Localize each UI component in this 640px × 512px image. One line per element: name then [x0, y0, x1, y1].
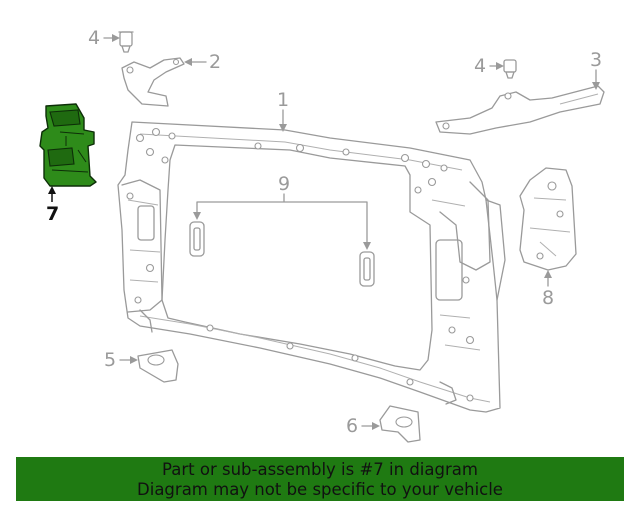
upper-brace-right [435, 85, 605, 135]
latch-guide-left [189, 221, 205, 257]
parts-diagram [39, 31, 605, 443]
callout-5: 5 [104, 349, 117, 371]
bolt-right [503, 59, 517, 79]
callout-4-left: 4 [88, 27, 101, 49]
callout-6: 6 [346, 415, 359, 437]
upper-brace-left [121, 57, 185, 107]
banner-line-part: Part or sub-assembly is #7 in diagram [162, 460, 478, 479]
callout-7: 7 [46, 203, 60, 225]
callout-4-right: 4 [474, 55, 487, 77]
leader-lines [48, 34, 600, 430]
banner-line-disclaimer: Diagram may not be specific to your vehi… [137, 480, 503, 499]
latch-guide-right [359, 251, 375, 287]
callout-8: 8 [542, 287, 555, 309]
lower-mount-left [137, 349, 179, 383]
callout-1: 1 [277, 89, 290, 111]
callout-2: 2 [209, 51, 222, 73]
bolt-left [118, 31, 134, 53]
info-banner: Part or sub-assembly is #7 in diagram Di… [16, 457, 624, 501]
lower-mount-right [379, 405, 421, 443]
side-bracket-right [519, 167, 577, 271]
callout-3: 3 [590, 49, 603, 71]
side-bracket-left-highlighted [39, 103, 97, 187]
callout-9: 9 [278, 173, 291, 195]
radiator-support-frame [117, 121, 506, 413]
